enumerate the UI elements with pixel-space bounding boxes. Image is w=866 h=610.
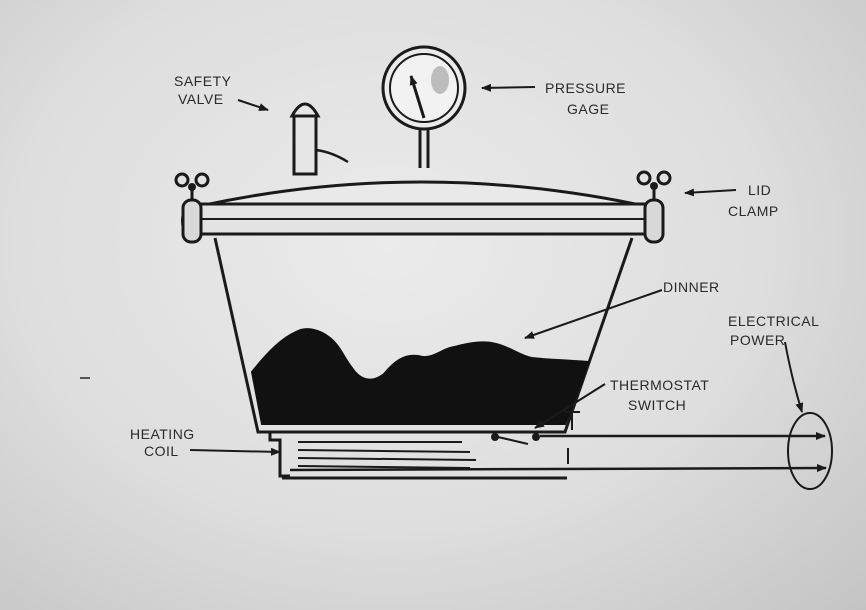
label-thermostat-line2: SWITCH [628, 397, 686, 413]
thermostat-switch-icon [491, 411, 580, 464]
dinner-food [250, 328, 590, 425]
label-pressure-line2: GAGE [567, 101, 609, 117]
label-electrical-line1: ELECTRICAL [728, 313, 819, 329]
power-plug-icon [787, 412, 833, 490]
leader-arrows [189, 83, 804, 456]
heating-coil-icon [268, 432, 567, 480]
label-electrical-line2: POWER [730, 332, 785, 348]
pot-body [213, 237, 634, 434]
label-heating-line1: HEATING [130, 426, 195, 442]
label-safety-line1: SAFETY [174, 73, 232, 89]
label-heating-line2: COIL [144, 443, 179, 459]
label-lid-line2: CLAMP [728, 203, 779, 219]
labels: SAFETY VALVE PRESSURE GAGE LID CLAMP DIN… [130, 73, 819, 459]
label-dinner: DINNER [663, 279, 720, 295]
label-safety-line2: VALVE [178, 91, 224, 107]
lid-clamp-left-icon [174, 172, 210, 244]
label-pressure-line1: PRESSURE [545, 80, 626, 96]
safety-valve-icon [289, 102, 349, 176]
electrical-power-wires [289, 412, 833, 490]
lid [194, 180, 652, 236]
label-thermostat-line1: THERMOSTAT [610, 377, 709, 393]
label-lid-line1: LID [748, 182, 771, 198]
lid-clamp-right-icon [636, 170, 672, 244]
pressure-gauge-icon [381, 45, 467, 168]
